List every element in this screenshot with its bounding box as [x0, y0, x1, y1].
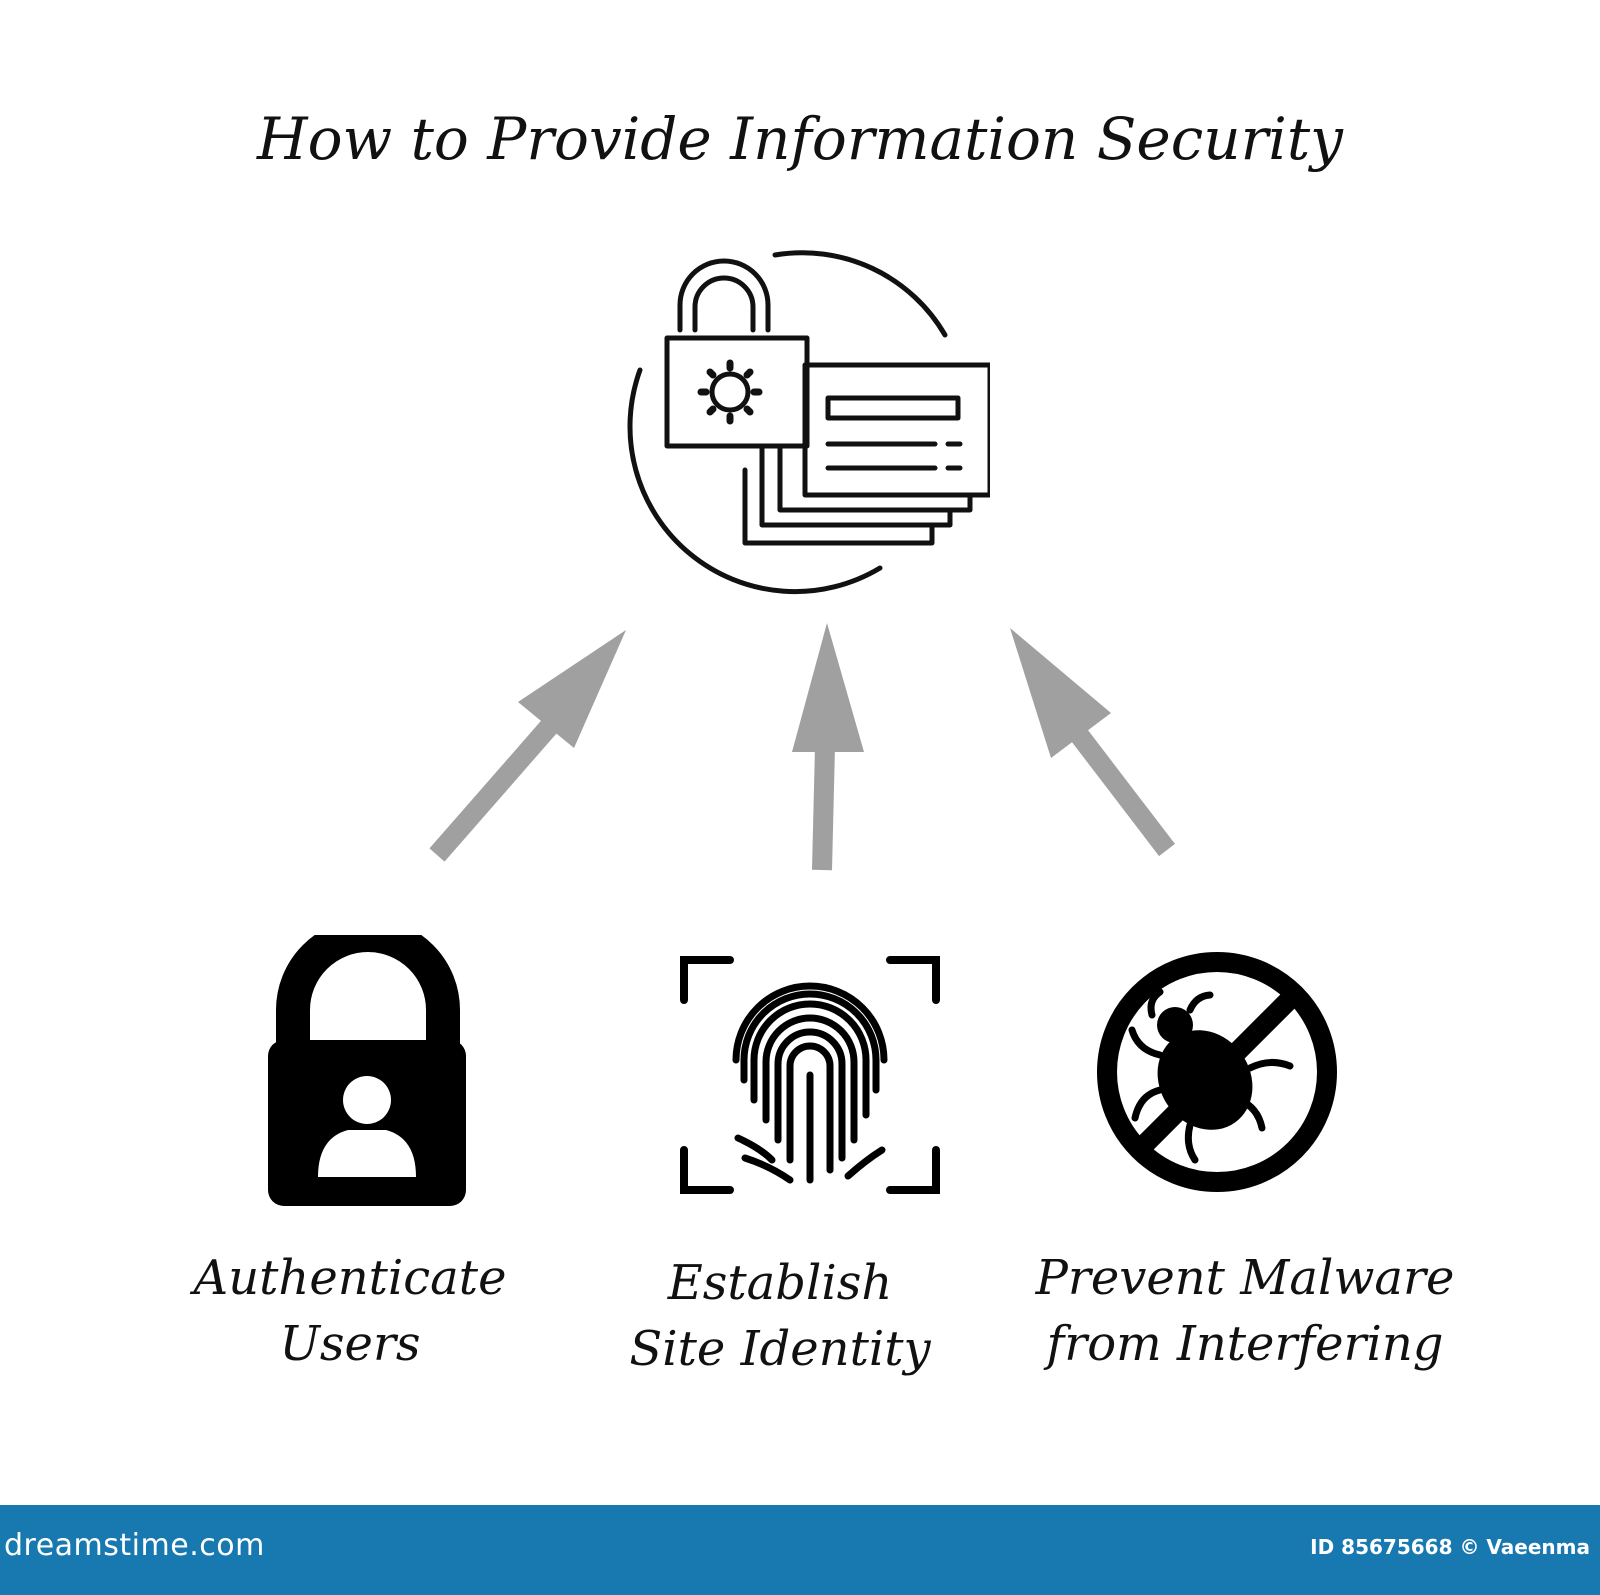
- label-establish-site-identity: Establish Site Identity: [600, 1250, 960, 1382]
- arrow-center-head: [792, 623, 864, 752]
- no-bug-icon: [1097, 952, 1337, 1192]
- label-line-1: Establish: [667, 1255, 893, 1311]
- label-authenticate-users: Authenticate Users: [165, 1245, 535, 1377]
- label-line-2: from Interfering: [1046, 1316, 1444, 1372]
- arrow-right-head: [1010, 628, 1111, 758]
- brand-logo[interactable]: dreamstime.com: [4, 1528, 265, 1563]
- arrow-left-head: [518, 630, 626, 748]
- label-line-2: Users: [279, 1316, 421, 1372]
- diagram-title: How to Provide Information Security: [257, 105, 1343, 173]
- user-padlock-icon: [268, 935, 466, 1206]
- fingerprint-scan-icon: [680, 956, 940, 1194]
- image-credit: ID 85675668 © Vaeenma: [1310, 1535, 1590, 1559]
- label-line-2: Site Identity: [629, 1321, 931, 1377]
- arrow-left-shaft: [429, 705, 570, 862]
- label-line-1: Authenticate: [193, 1250, 507, 1306]
- secure-documents-icon: [627, 250, 990, 595]
- label-line-1: Prevent Malware: [1035, 1250, 1455, 1306]
- label-prevent-malware: Prevent Malware from Interfering: [1015, 1245, 1475, 1377]
- footer-bar: dreamstime.com ID 85675668 © Vaeenma: [0, 1505, 1600, 1595]
